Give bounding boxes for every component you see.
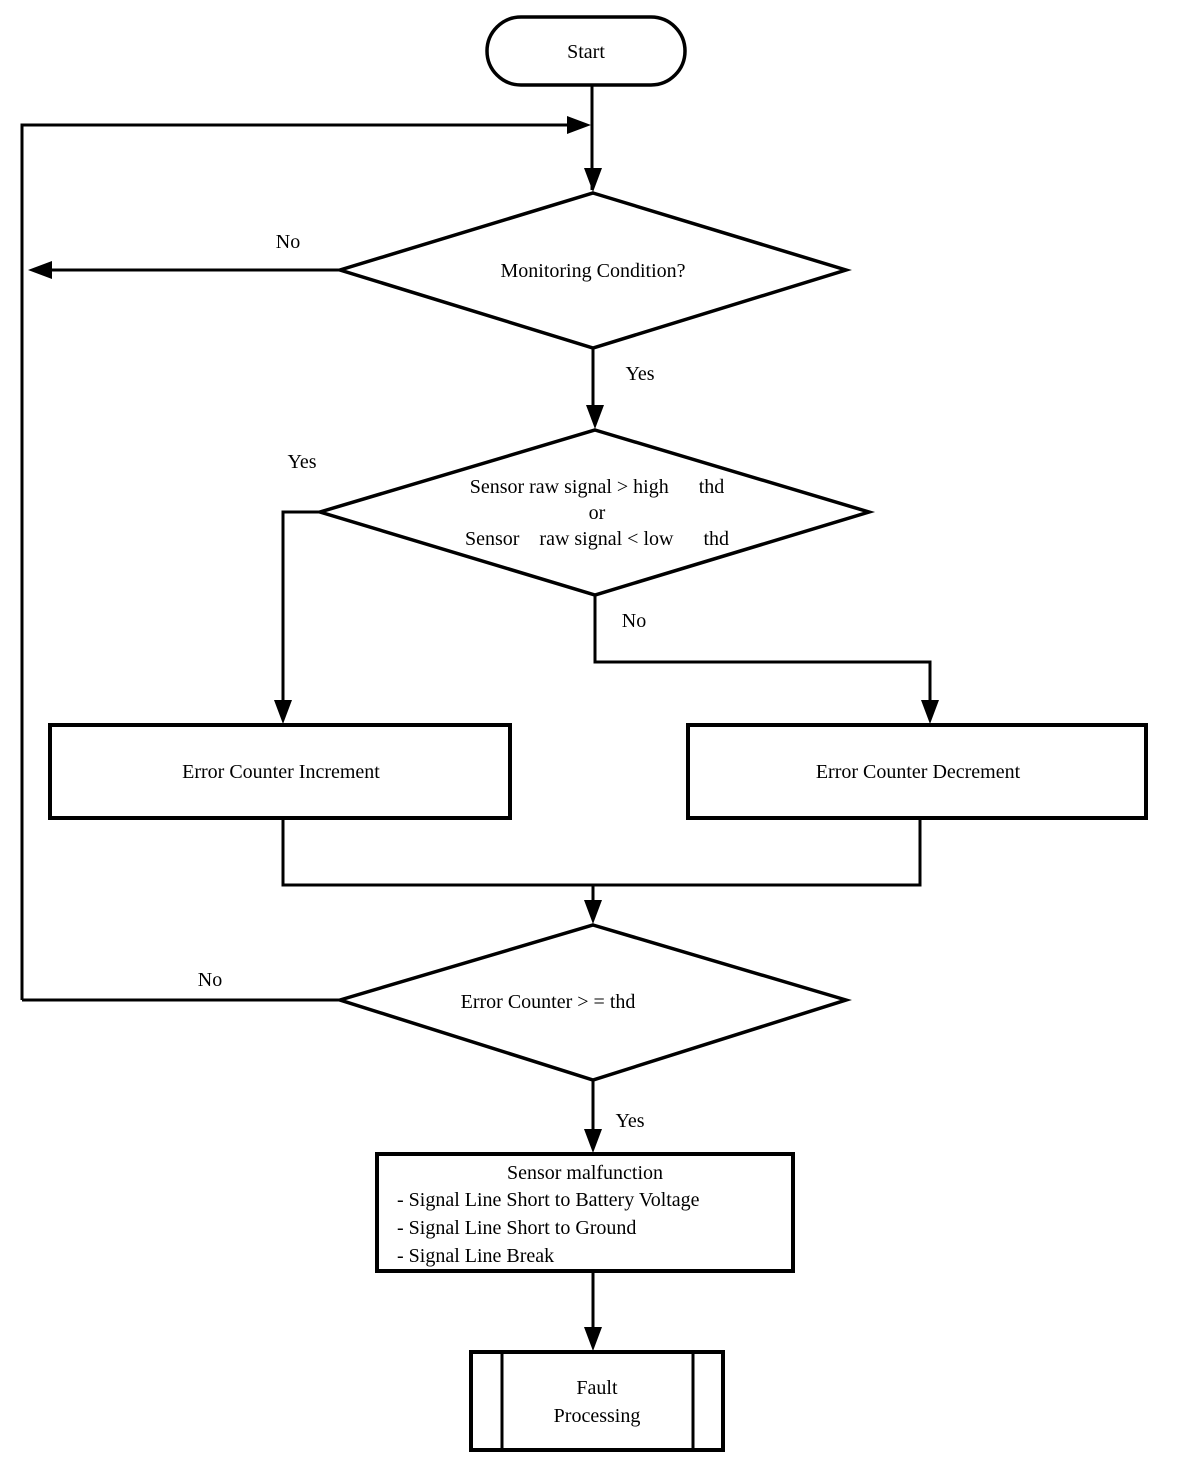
arrowhead-into-monitoring [584,168,602,192]
arrowhead-into-increment [274,700,292,724]
edge-label-counter-no: No [197,969,223,991]
signal-threshold-label: Sensor raw signal > high thd or Sensor r… [464,476,730,550]
signal-threshold-node [313,428,876,597]
fault-processing-label: Fault Processing [553,1377,641,1427]
edge-label-monitoring-no: No [275,231,301,253]
error-counter-increment-label: Error Counter Increment [182,761,380,783]
error-counter-increment-node [48,723,512,820]
fault-processing-node [469,1350,725,1452]
merge-line [281,818,922,887]
sensor-malfunction-item: - Signal Line Break [397,1245,555,1267]
edge-label-monitoring-yes: Yes [625,363,655,385]
arrowhead-into-malfunction [584,1129,602,1153]
threshold-yes-line [281,510,320,716]
error-counter-threshold-label: Error Counter > = thd [460,991,636,1013]
edge-label-counter-yes: Yes [615,1110,645,1132]
nodes [48,15,1148,1452]
sensor-malfunction-content: Sensor malfunction - Signal Line Short t… [383,1160,787,1270]
sensor-malfunction-node [375,1152,795,1273]
arrowhead-into-decrement [921,700,939,724]
threshold-no-line [593,595,932,716]
edges [20,85,932,1344]
arrowhead-into-fault [584,1327,602,1351]
arrowhead-into-junction [567,116,591,134]
sensor-malfunction-title: Sensor malfunction [506,1162,664,1184]
start-node [485,15,687,87]
edge-label-threshold-yes: Yes [287,451,317,473]
monitoring-condition-label: Monitoring Condition? [500,260,686,282]
sensor-malfunction-item: - Signal Line Short to Ground [397,1217,637,1239]
error-counter-threshold-node [334,923,852,1082]
arrowheads [28,116,939,1351]
error-counter-decrement-node [686,723,1148,820]
arrowhead-monitoring-no [28,261,52,279]
start-label: Start [567,41,605,63]
edge-label-threshold-no: No [621,610,647,632]
loop-return-line [20,123,578,1000]
arrowhead-into-threshold [586,405,604,429]
monitoring-condition-node [334,191,852,350]
error-counter-decrement-label: Error Counter Decrement [815,761,1021,783]
arrowhead-into-counter [584,900,602,924]
sensor-malfunction-item: - Signal Line Short to Battery Voltage [397,1189,700,1211]
